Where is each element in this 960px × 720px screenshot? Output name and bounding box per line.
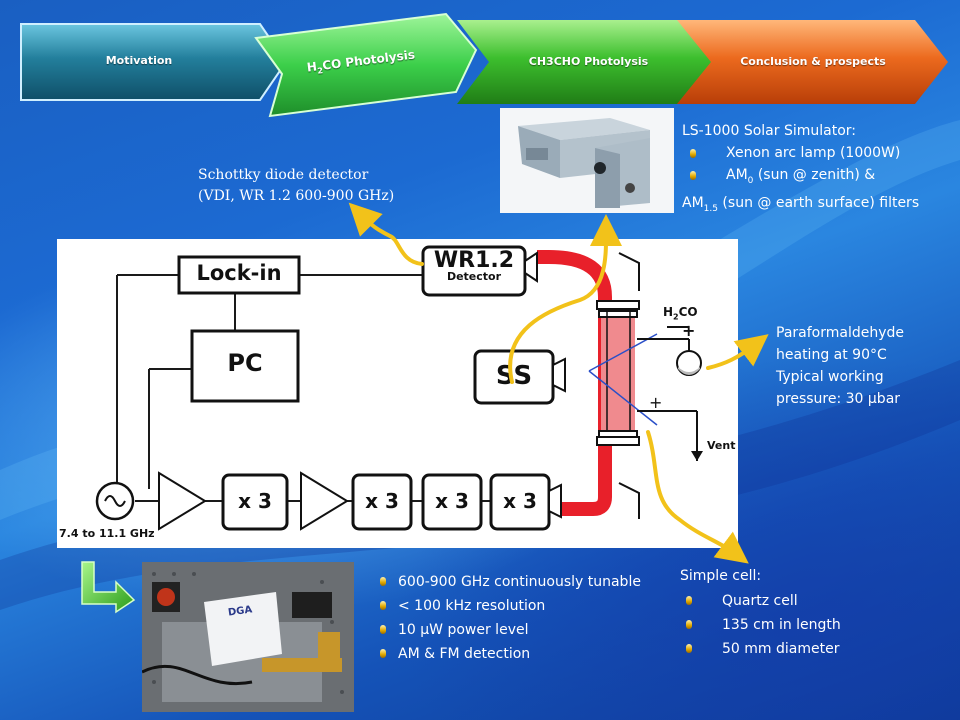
detector-caption-line: Schottky diode detector (198, 167, 369, 183)
list-item: 135 cm in length (680, 613, 841, 637)
wr-detector-label: WR1.2 Detector (433, 248, 515, 283)
frequency-label: 7.4 to 11.1 GHz (59, 527, 155, 540)
vent-label: Vent (707, 439, 736, 452)
info-line: Paraformaldehyde (776, 325, 904, 341)
plus-sign: + (682, 321, 696, 340)
info-line: pressure: 30 µbar (776, 391, 901, 407)
solar-simulator-item: AM1.5 (sun @ earth surface) filters (682, 194, 920, 214)
ss-label: SS (495, 361, 533, 391)
lockin-label: Lock-in (196, 261, 282, 285)
list-item: AM & FM detection (380, 642, 641, 666)
tab-h2co-photolysis[interactable]: H2CO Photolysis (250, 10, 482, 120)
bullet-icon (686, 596, 692, 605)
pc-label: PC (227, 349, 263, 377)
tab-label: Conclusion & prospects (740, 55, 886, 68)
multiplier-label: x 3 (365, 489, 399, 513)
detector-caption: Schottky diode detector (VDI, WR 1.2 600… (198, 165, 394, 207)
info-line: heating at 90°C (776, 347, 887, 363)
bullet-icon (690, 171, 696, 180)
simple-cell-info: Simple cell: Quartz cell 135 cm in lengt… (680, 565, 841, 661)
tab-motivation[interactable]: Motivation (18, 20, 290, 104)
h2co-label: H2CO (663, 305, 698, 322)
solar-simulator-title: LS-1000 Solar Simulator: (682, 123, 856, 139)
tab-label: CH3CHO Photolysis (528, 55, 649, 68)
solar-simulator-photo (500, 108, 674, 213)
list-item: Quartz cell (680, 589, 841, 613)
multiplier-label: x 3 (435, 489, 469, 513)
experimental-setup-diagram: Lock-in PC WR1.2 Detector SS H2CO Vent +… (57, 239, 738, 548)
bullet-icon (380, 625, 386, 634)
bullet-icon (380, 601, 386, 610)
bullet-icon (380, 649, 386, 658)
multiplier-label: x 3 (503, 489, 537, 513)
plus-sign: + (649, 393, 663, 412)
green-arrow-icon (81, 561, 136, 614)
detector-caption-line: (VDI, WR 1.2 600-900 GHz) (198, 188, 395, 204)
thz-source-photo: DGA (142, 562, 354, 712)
list-item: 600-900 GHz continuously tunable (380, 570, 641, 594)
bullet-icon (686, 644, 692, 653)
solar-simulator-item: Xenon arc lamp (1000W) (682, 142, 952, 164)
source-specs-list: 600-900 GHz continuously tunable < 100 k… (380, 570, 641, 666)
tab-conclusion-prospects[interactable]: Conclusion & prospects (675, 18, 951, 106)
solar-simulator-info: LS-1000 Solar Simulator: Xenon arc lamp … (682, 120, 952, 220)
bullet-icon (690, 149, 696, 158)
bullet-icon (686, 620, 692, 629)
list-item: < 100 kHz resolution (380, 594, 641, 618)
bullet-icon (380, 577, 386, 586)
list-item: 50 mm diameter (680, 637, 841, 661)
multiplier-label: x 3 (238, 489, 272, 513)
paraformaldehyde-info: Paraformaldehyde heating at 90°C Typical… (776, 322, 904, 410)
tab-label: Motivation (105, 54, 173, 67)
simple-cell-title: Simple cell: (680, 568, 762, 584)
info-line: Typical working (776, 369, 884, 385)
list-item: 10 µW power level (380, 618, 641, 642)
solar-simulator-item: AM0 (sun @ zenith) & (682, 164, 952, 192)
tab-ch3cho-photolysis[interactable]: CH3CHO Photolysis (455, 18, 720, 106)
